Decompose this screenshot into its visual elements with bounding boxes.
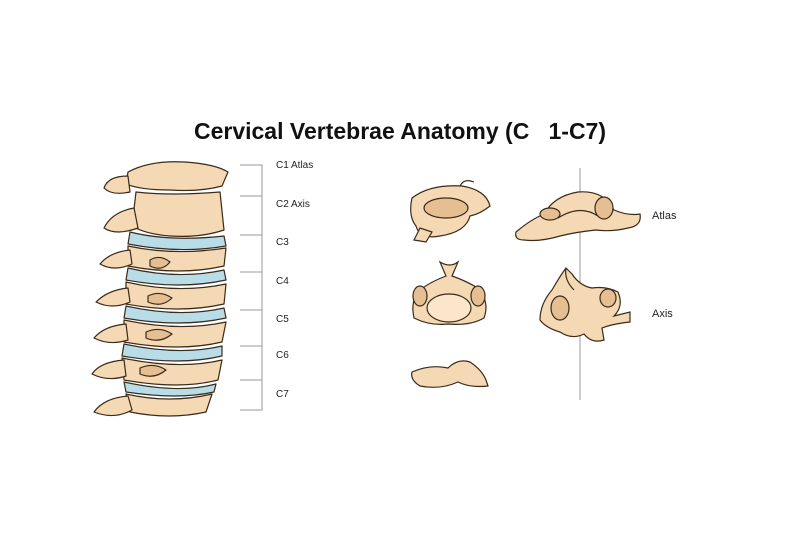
page-title: Cervical Vertebrae Anatomy (C 1-C7) [193,118,607,144]
vertebra-c2 [131,191,225,237]
atlas-oblique-view [515,191,641,242]
vertebra-c4 [125,281,227,310]
label-c6: C6 [276,350,289,361]
lateral-fragment-view [411,360,489,388]
facet-c5 [145,328,173,341]
vertebra-c6 [121,357,223,386]
facet-c4 [147,292,173,305]
disc-c2-c3 [127,231,227,251]
label-c4: C4 [276,276,289,287]
vertebra-c5 [123,319,227,348]
label-c2: C2 Axis [276,199,310,210]
label-c5: C5 [276,314,289,325]
label-atlas: Atlas [652,210,677,222]
spinous-process-c7 [93,395,133,417]
spinous-process-c2 [103,207,139,233]
label-c7: C7 [276,389,289,400]
spinous-process-c5 [93,323,129,344]
disc-c6-c7 [123,381,217,397]
disc-c3-c4 [125,267,227,286]
disc-c5-c6 [121,343,223,362]
disc-c4-c5 [123,305,227,324]
facet-c3 [149,256,171,269]
spinous-process-c6 [91,359,127,380]
vertebra-c7 [125,393,213,417]
label-c3: C3 [276,237,289,248]
atlas-top-view [410,180,491,243]
facet-c6 [139,364,167,377]
axis-oblique-view [539,267,631,342]
cervical-spine-illustration [91,161,229,417]
label-c1: C1 Atlas [276,160,314,171]
posterior-arch-c1 [103,175,131,194]
label-rule [240,164,263,411]
vertebra-c1 [125,161,229,192]
label-axis: Axis [652,308,673,320]
axis-top-view [412,260,487,325]
spinous-process-c3 [99,249,133,269]
spinous-process-c4 [95,287,131,307]
